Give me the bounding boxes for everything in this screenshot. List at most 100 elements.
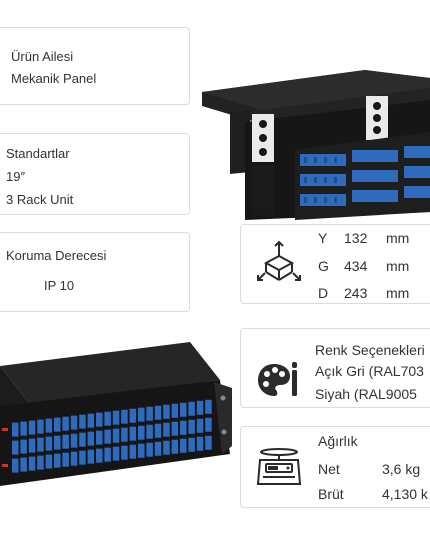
adapter-port (96, 412, 103, 427)
adapter-port (188, 437, 195, 452)
dim-g-value: 434 (344, 258, 368, 274)
adapter-port (87, 431, 95, 446)
adapter-port (62, 416, 69, 431)
adapter-port (112, 428, 120, 443)
adapter-port (70, 415, 78, 430)
adapter-port (112, 410, 120, 425)
adapter-port (171, 421, 179, 436)
adapter-port (79, 414, 86, 429)
weight-net-value: 3,6 kg (382, 461, 421, 477)
adapter-port (45, 436, 53, 451)
adapter-port (12, 422, 19, 437)
scale-icon (256, 448, 302, 485)
standards-card (0, 133, 190, 215)
adapter-port (171, 439, 179, 454)
standards-rack: 3 Rack Unit (6, 192, 74, 207)
adapter-port (129, 408, 137, 423)
adapter-port (20, 421, 27, 436)
product-image-open-panel (202, 70, 430, 220)
adapter-port (112, 446, 120, 461)
adapter-port (180, 402, 187, 417)
product-family-card (0, 27, 190, 105)
adapter-port (12, 440, 19, 455)
dim-y-unit: mm (386, 230, 410, 246)
adapter-port (121, 445, 128, 460)
adapter-port (163, 422, 170, 437)
adapter-port (129, 426, 137, 441)
colors-label: Renk Seçenekleri (315, 342, 425, 358)
adapter-port (154, 405, 162, 420)
adapter-port (70, 451, 78, 466)
adapter-port (96, 430, 103, 445)
adapter-port (96, 448, 103, 463)
weight-net-label: Net (318, 461, 340, 477)
adapter-port (180, 438, 187, 453)
adapter-port (62, 434, 69, 449)
adapter-port (205, 435, 212, 450)
dim-d-axis: D (318, 285, 329, 301)
adapter-port (163, 404, 170, 419)
adapter-port (54, 417, 61, 432)
standards-label: Standartlar (6, 146, 70, 161)
dim-d-value: 243 (344, 285, 368, 301)
dim-d-unit: mm (386, 285, 410, 301)
adapter-port (121, 409, 128, 424)
adapter-port (28, 420, 36, 435)
adapter-port (37, 437, 44, 452)
adapter-port (45, 454, 53, 469)
adapter-port (70, 433, 78, 448)
adapter-port (138, 425, 145, 440)
adapter-port (205, 399, 212, 414)
standards-size: 19″ (6, 169, 26, 184)
color-option-black: Siyah (RAL9005 (315, 386, 417, 402)
adapter-port (154, 423, 162, 438)
adapter-port (146, 424, 153, 439)
adapter-port (188, 401, 195, 416)
adapter-port (171, 403, 179, 418)
dim-g-unit: mm (386, 258, 410, 274)
palette-brush-icon (258, 362, 297, 396)
adapter-port (104, 447, 111, 462)
adapter-port (54, 453, 61, 468)
adapter-port (45, 418, 53, 433)
adapter-port (37, 419, 44, 434)
adapter-port (138, 443, 145, 458)
adapter-port (121, 427, 128, 442)
dimensions-card (240, 224, 430, 304)
3d-box-axes-icon (257, 240, 301, 281)
adapter-port (28, 438, 36, 453)
product-image-front-panel (0, 342, 232, 486)
protection-label: Koruma Derecesi (6, 248, 107, 263)
adapter-port (79, 432, 86, 447)
protection-card (0, 232, 190, 312)
adapter-port (180, 420, 187, 435)
adapter-port (196, 418, 204, 433)
product-family-label: Ürün Ailesi (11, 49, 74, 64)
adapter-port (20, 439, 27, 454)
adapter-port (146, 406, 153, 421)
adapter-port (87, 413, 95, 428)
weight-label: Ağırlık (318, 433, 358, 449)
protection-value: IP 10 (44, 278, 75, 293)
product-family-value: Mekanik Panel (11, 71, 97, 86)
adapter-port (54, 435, 61, 450)
adapter-port (20, 457, 27, 472)
adapter-port (205, 417, 212, 432)
adapter-port (28, 456, 36, 471)
weight-gross-label: Brüt (318, 486, 344, 502)
adapter-port (196, 436, 204, 451)
weight-gross-value: 4,130 k (382, 486, 428, 502)
dim-y-value: 132 (344, 230, 368, 246)
adapter-port (188, 419, 195, 434)
adapter-port (104, 411, 111, 426)
adapter-port (196, 400, 204, 415)
adapter-port (138, 407, 145, 422)
adapter-port (154, 441, 162, 456)
adapter-port (163, 440, 170, 455)
color-option-light-grey: Açık Gri (RAL703 (315, 363, 424, 379)
dim-y-axis: Y (318, 230, 328, 246)
dim-g-axis: G (318, 258, 329, 274)
adapter-port (37, 455, 44, 470)
adapter-port (146, 442, 153, 457)
adapter-port (87, 449, 95, 464)
